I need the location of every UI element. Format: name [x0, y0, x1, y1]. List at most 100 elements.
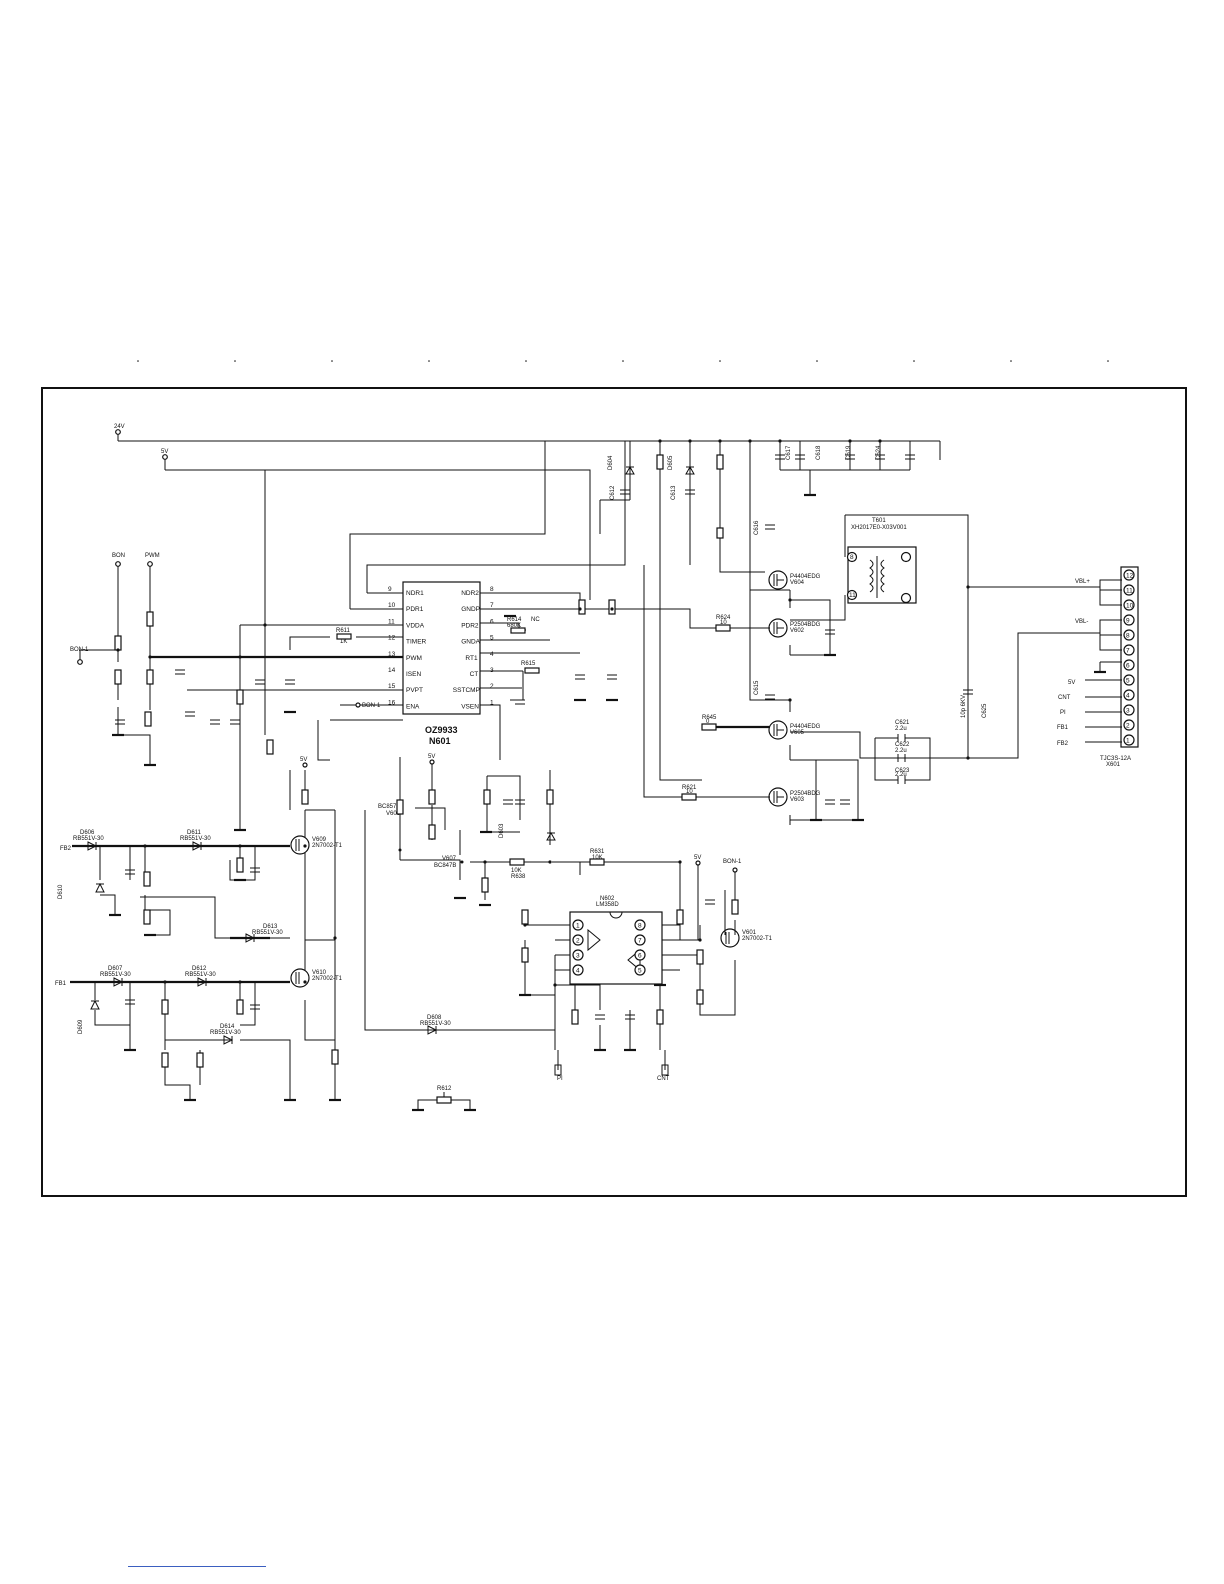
resistor — [266, 739, 274, 755]
capacitor — [515, 799, 525, 805]
resistor — [236, 999, 244, 1015]
opamp-pin-num: 7 — [638, 937, 642, 944]
resistor — [696, 949, 704, 965]
r611-value: 1K — [340, 639, 347, 645]
resistor — [236, 857, 244, 873]
ic-pin-num: 5 — [490, 635, 494, 642]
c622-ref: C622 — [895, 742, 910, 748]
d605-ref: D605 — [668, 455, 674, 470]
junction-dot — [966, 585, 970, 589]
ic-pin-name: NDR1 — [406, 590, 424, 597]
junction-dot — [658, 439, 662, 443]
top-zeners: D604 D605 C612 C613 C616 C615 — [599, 441, 911, 781]
capacitor — [503, 799, 513, 805]
sig-pi: PI — [1060, 710, 1066, 716]
footer-link-underline — [128, 1566, 266, 1567]
input-bon-minus: BON-1 — [70, 647, 118, 665]
ic-pin-name: PDR2 — [461, 622, 479, 629]
ic-pin-num: 4 — [490, 651, 494, 658]
bon-minus-port: BON-1 — [362, 703, 381, 709]
resistor — [143, 909, 151, 925]
capacitor — [765, 694, 775, 700]
sheet-marks — [137, 360, 1109, 362]
port-pi: PI — [557, 1076, 563, 1082]
capacitor — [845, 454, 855, 460]
d614-ref: D614 — [220, 1024, 235, 1030]
ic-pin-name: RT1 — [465, 655, 478, 662]
c625-val: 10p 6KV — [961, 695, 967, 718]
connector-pin — [1123, 689, 1135, 701]
capacitor — [825, 799, 835, 805]
diode-symbol — [197, 977, 208, 987]
ic-pin-num: 10 — [388, 602, 396, 609]
resistor — [331, 1049, 339, 1065]
diode-symbol — [90, 999, 100, 1010]
connector-part: TJC3S-12A — [1100, 756, 1131, 762]
opamp-pin-num: 5 — [638, 967, 642, 974]
c625-ref: C625 — [982, 703, 988, 718]
junction-dot — [523, 923, 527, 927]
connector-pin-num: 7 — [1126, 647, 1130, 654]
ic-pin-num: 14 — [388, 667, 396, 674]
fet-body — [290, 968, 310, 988]
ic-pin-num: 12 — [388, 635, 396, 642]
rail-5v-label: 5V — [161, 449, 168, 455]
ic-pin-num: 11 — [388, 618, 395, 625]
connector-pin — [1123, 584, 1135, 596]
capacitor — [963, 689, 973, 695]
capacitor — [175, 669, 185, 675]
junction-dot — [263, 623, 267, 627]
cap-ref: C619 — [846, 445, 852, 460]
resistor — [161, 1052, 169, 1068]
connector-pin-num: 3 — [1126, 707, 1130, 714]
capacitor — [125, 999, 135, 1005]
junction-dot — [698, 938, 702, 942]
zener-symbol — [625, 465, 635, 475]
sig-5v: 5V — [1068, 680, 1075, 686]
cap-ref: C618 — [816, 445, 822, 460]
port-cnt: CNT — [657, 1076, 670, 1082]
d614-part: RB551V-30 — [210, 1030, 241, 1036]
ic-oz9933-ref: N601 — [429, 736, 451, 746]
capacitor — [575, 674, 585, 680]
mosfet-gate — [773, 791, 784, 803]
fet-gate — [725, 932, 730, 944]
input-bon: BON — [112, 553, 151, 765]
mosfet-ref: V603 — [790, 797, 805, 803]
opamp-pin — [572, 934, 584, 946]
r621-val: 10 — [686, 789, 693, 795]
connector-x601: TJC3S-12A X601 VBL+ VBL- 5V CNT PI FB1 F… — [968, 566, 1139, 768]
r624-val: 10 — [720, 620, 727, 626]
connector-pin-num: 11 — [1126, 587, 1133, 594]
lm358-part: LM358D — [596, 902, 619, 908]
v606-5v: 5V — [428, 754, 435, 760]
ic-pin-num: 16 — [388, 699, 396, 706]
capacitor — [775, 454, 785, 460]
opamp-pin-num: 1 — [576, 922, 580, 929]
ic-pin-name: VSEN — [461, 703, 479, 710]
bon-label: BON — [112, 553, 125, 559]
d607-ref: D607 — [108, 966, 123, 972]
rail-24v: 24V — [114, 424, 941, 460]
ic-pin-name: PDR1 — [406, 606, 424, 613]
resistor — [656, 1009, 664, 1025]
junction-dot — [788, 598, 792, 602]
sig-fb2: FB2 — [1057, 741, 1069, 747]
connector-pin — [1123, 629, 1135, 641]
junction-dot — [578, 607, 582, 611]
junction-dot — [748, 439, 752, 443]
connector-pin-num: 12 — [1126, 572, 1134, 579]
resistor — [656, 454, 664, 470]
fet-part: 2N7002-T1 — [742, 936, 773, 942]
d606-part: RB551V-30 — [73, 836, 104, 842]
passive-components — [115, 439, 973, 1068]
ic-pin-name: ISEN — [406, 671, 421, 678]
ic-oz9933: OZ9933 N601 9NDR110PDR111VDDA12TIMER13PW… — [388, 581, 494, 746]
junction-dot — [116, 648, 120, 652]
opamp-pin-num: 4 — [576, 967, 580, 974]
ic-pin-name: VDDA — [406, 622, 425, 629]
sig-fb1: FB1 — [1057, 725, 1069, 731]
capacitor — [685, 489, 695, 495]
